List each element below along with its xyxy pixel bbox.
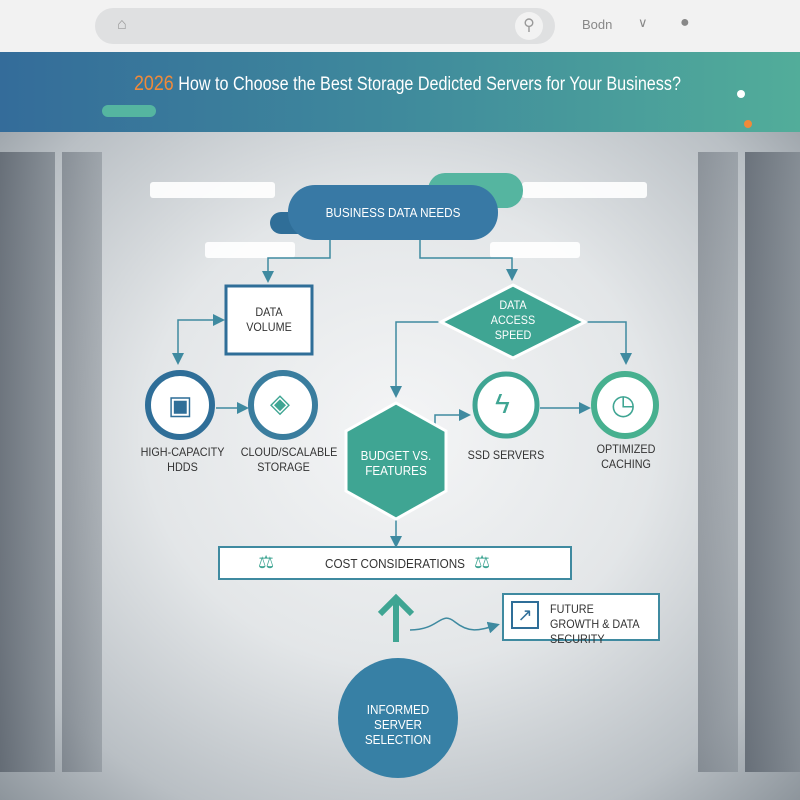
user-icon[interactable]: ●: [680, 14, 690, 31]
banner-dot: [737, 90, 745, 98]
node-data-volume: DATA VOLUME: [246, 305, 292, 334]
scale-icon: ⚖: [258, 552, 275, 572]
lightning-icon: ϟ: [495, 388, 510, 419]
search-icon[interactable]: ⚲: [515, 12, 543, 40]
banner-dot-orange: [744, 120, 752, 128]
growth-chart-icon: ↗: [511, 601, 539, 629]
node-data-access-speed: DATA ACCESS SPEED: [490, 298, 536, 342]
node-hdds: HIGH-CAPACITY HDDS: [140, 445, 225, 474]
node-future-growth: FUTURE GROWTH & DATA SECURITY: [550, 602, 640, 646]
scale-icon: ⚖: [474, 552, 491, 572]
address-bar[interactable]: ⌂ ⚲: [95, 8, 555, 44]
browser-toolbar: ⌂ ⚲ Bodn ∨ ●: [0, 0, 800, 52]
node-cost-considerations: COST CONSIDERATIONS: [324, 556, 465, 571]
banner-accent: [102, 105, 156, 117]
node-budget-features: BUDGET VS. FEATURES: [360, 448, 432, 478]
node-cloud-storage: CLOUD/SCALABLE STORAGE: [240, 445, 338, 474]
node-optimized-caching: OPTIMIZED CACHING: [596, 442, 656, 471]
title-year: 2026: [134, 72, 174, 95]
user-label[interactable]: Bodn: [582, 17, 613, 32]
hdd-icon: ▣: [168, 390, 193, 420]
clock-icon: ◷: [611, 389, 636, 420]
node-ssd-servers: SSD SERVERS: [467, 448, 545, 462]
node-business-data-needs: BUSINESS DATA NEEDS: [325, 205, 461, 220]
chevron-icon[interactable]: ∨: [638, 15, 648, 30]
home-icon[interactable]: ⌂: [117, 16, 127, 33]
node-informed-selection: INFORMED SERVER SELECTION: [364, 702, 432, 747]
server-room-background: [0, 132, 800, 800]
layers-icon: ◈: [270, 388, 290, 418]
page-title: 2026 How to Choose the Best Storage Dedi…: [134, 72, 681, 96]
title-text: How to Choose the Best Storage Dedicted …: [178, 74, 681, 95]
title-banner: 2026 How to Choose the Best Storage Dedi…: [0, 52, 800, 132]
